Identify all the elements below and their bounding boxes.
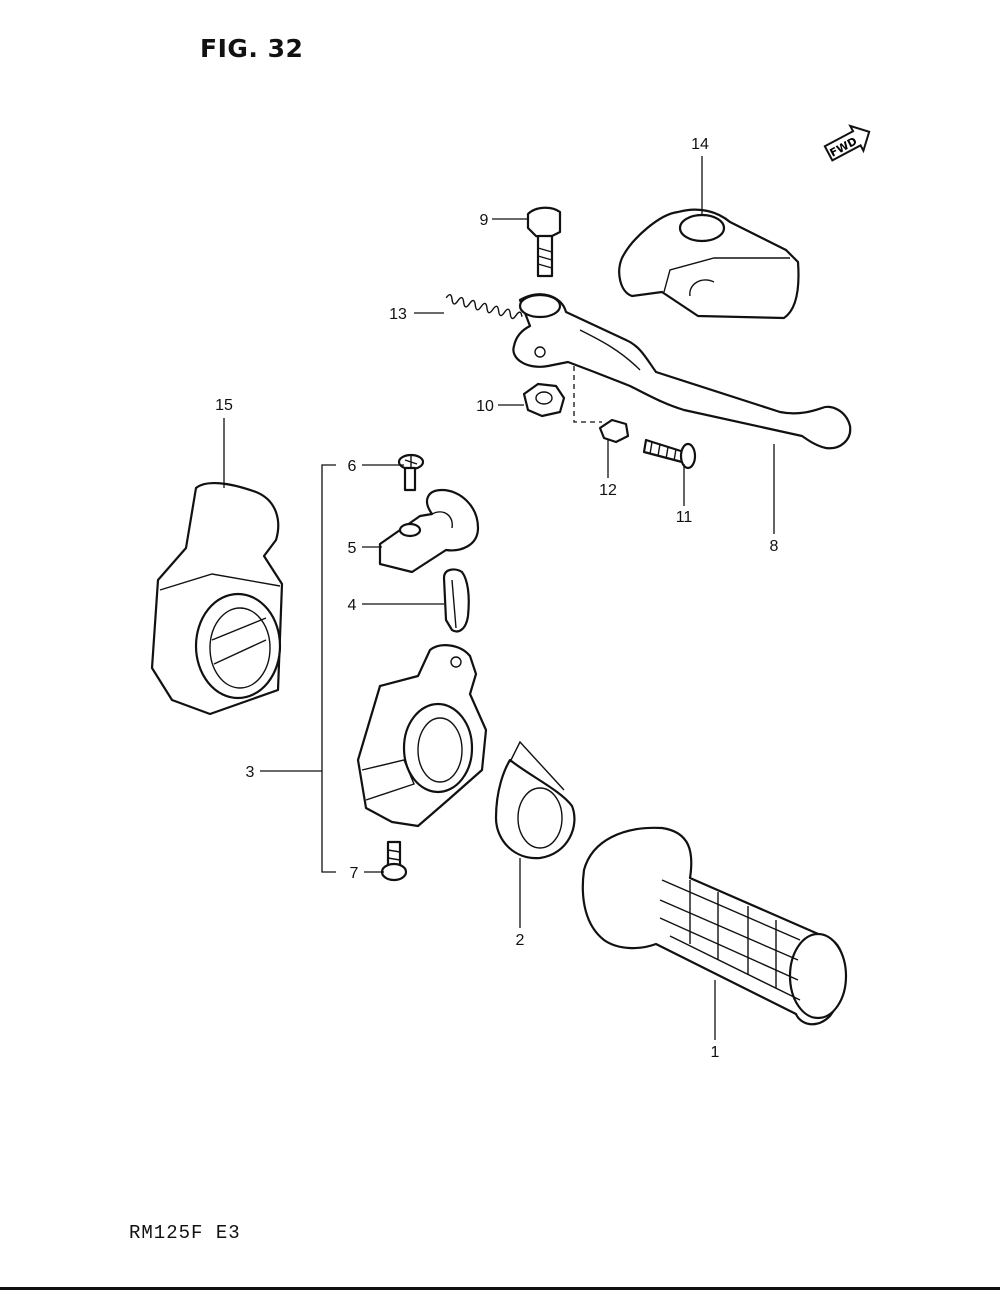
callout-2: 2: [516, 932, 525, 949]
lever-part: [512, 293, 852, 450]
callout-15: 15: [215, 397, 233, 414]
callout-12: 12: [599, 482, 617, 499]
holder-cover-part: [150, 481, 284, 716]
leader-lines: [223, 156, 775, 1040]
callout-6: 6: [348, 458, 357, 475]
holder-bolt-part: [380, 840, 408, 882]
cable-clip-part: [442, 568, 470, 633]
callout-10: 10: [476, 398, 494, 415]
lever-cover-part: [618, 208, 800, 320]
callout-3: 3: [246, 764, 255, 781]
bottom-rule: [0, 1287, 1000, 1290]
lever-holder-part: [356, 644, 488, 828]
callout-13: 13: [389, 306, 407, 323]
throttle-ring-part: [494, 740, 576, 860]
grip-part: [581, 826, 848, 1026]
clamp-screw-part: [397, 453, 425, 492]
spring-part: [445, 294, 523, 320]
pivot-bolt-part: [526, 206, 562, 278]
callout-5: 5: [348, 540, 357, 557]
callout-7: 7: [350, 865, 359, 882]
figure-title: FIG. 32: [200, 34, 304, 63]
adjuster-bolt-part: [642, 438, 697, 470]
model-code: RM125F E3: [129, 1222, 241, 1244]
fwd-arrow-icon: FWD: [823, 124, 871, 162]
callout-14: 14: [691, 136, 709, 153]
holder-clamp-part: [378, 488, 480, 574]
callout-9: 9: [480, 212, 489, 229]
callout-labels: 1 2 3 4 5 6 7 8 9 10 11 12 13 14 15: [215, 136, 778, 1061]
pivot-nut-part: [522, 382, 566, 418]
callout-1: 1: [711, 1044, 720, 1061]
callout-8: 8: [770, 538, 779, 555]
callout-4: 4: [348, 597, 357, 614]
callout-11: 11: [676, 509, 693, 526]
adjuster-nut-part: [598, 418, 630, 444]
